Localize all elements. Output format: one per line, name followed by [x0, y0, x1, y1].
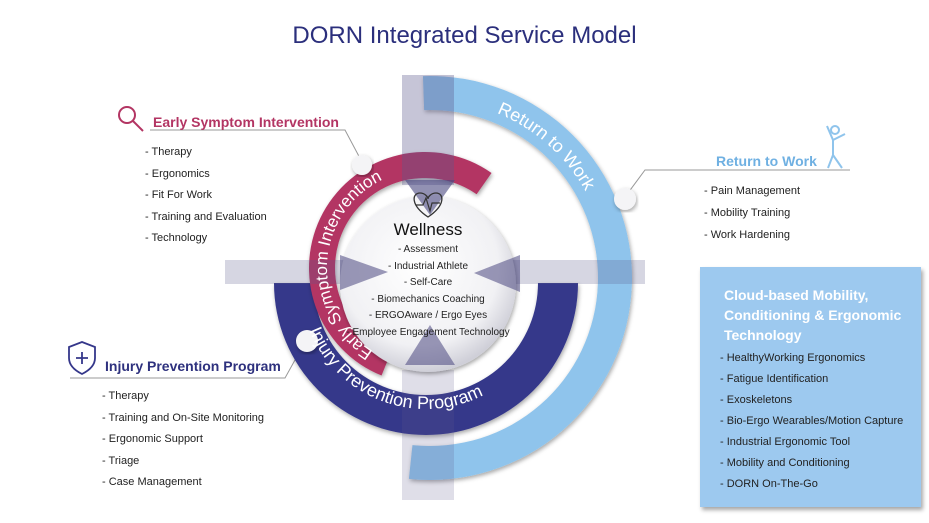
list-item: Fit For Work [145, 189, 345, 211]
list-item: Ergonomics [145, 168, 345, 190]
knob-early [352, 155, 372, 175]
list-item: Ergonomic Support [102, 433, 322, 455]
list-item: Mobility Training [704, 207, 904, 229]
wellness-title: Wellness [393, 220, 463, 239]
shield-cross-icon [68, 341, 96, 376]
list-item: Therapy [145, 146, 345, 168]
list-item: Mobility and Conditioning [720, 457, 925, 478]
heart-pulse-icon [413, 192, 443, 218]
list-item: Self-Care [340, 275, 516, 292]
injury-prevention-list: Therapy Training and On-Site Monitoring … [102, 390, 322, 498]
list-item: Industrial Athlete [340, 259, 516, 276]
knob-injury [296, 330, 318, 352]
wellness-center: Wellness Assessment Industrial Athlete S… [340, 220, 516, 341]
list-item: Work Hardening [704, 229, 904, 251]
injury-prevention-ring [274, 283, 578, 435]
ring-label-return: Return to Work [495, 98, 600, 194]
list-item: Pain Management [704, 185, 904, 207]
cloud-technology-heading: Cloud-based Mobility, Conditioning & Erg… [724, 287, 902, 343]
early-symptom-heading: Early Symptom Intervention [153, 114, 339, 130]
list-item: Therapy [102, 390, 322, 412]
return-to-work-list: Pain Management Mobility Training Work H… [704, 185, 904, 251]
cloud-technology-list: HealthyWorking Ergonomics Fatigue Identi… [720, 352, 925, 499]
list-item: Assessment [340, 242, 516, 259]
early-symptom-list: Therapy Ergonomics Fit For Work Training… [145, 146, 345, 254]
stretching-person-icon [826, 125, 846, 169]
return-to-work-ring [408, 75, 633, 480]
arrow-up [405, 325, 455, 365]
list-item: Bio-Ergo Wearables/Motion Capture [720, 415, 925, 436]
list-item: DORN On-The-Go [720, 478, 925, 499]
list-item: Triage [102, 455, 322, 477]
magnifier-icon [118, 106, 144, 132]
list-item: Biomechanics Coaching [340, 292, 516, 309]
arrow-down [405, 180, 455, 215]
vertical-bar [402, 75, 454, 185]
early-symptom-ring [309, 151, 492, 376]
list-item: Industrial Ergonomic Tool [720, 436, 925, 457]
list-item: Fatigue Identification [720, 373, 925, 394]
list-item: Exoskeletons [720, 394, 925, 415]
knob-return [614, 188, 636, 210]
connector-return [624, 169, 850, 198]
list-item: Technology [145, 232, 345, 254]
list-item: HealthyWorking Ergonomics [720, 352, 925, 373]
page-title: DORN Integrated Service Model [292, 22, 637, 49]
connector-early [150, 129, 363, 163]
return-to-work-heading: Return to Work [716, 153, 817, 169]
list-item: Training and Evaluation [145, 211, 345, 233]
list-item: ERGOAware / Ergo Eyes [340, 308, 516, 325]
list-item: Employee Engagement Technology [340, 325, 516, 342]
injury-prevention-heading: Injury Prevention Program [105, 358, 281, 374]
cloud-technology-panel: Cloud-based Mobility, Conditioning & Erg… [700, 267, 921, 507]
vertical-bar-bottom [402, 370, 454, 500]
list-item: Case Management [102, 476, 322, 498]
wellness-list: Assessment Industrial Athlete Self-Care … [340, 242, 516, 341]
list-item: Training and On-Site Monitoring [102, 412, 322, 434]
